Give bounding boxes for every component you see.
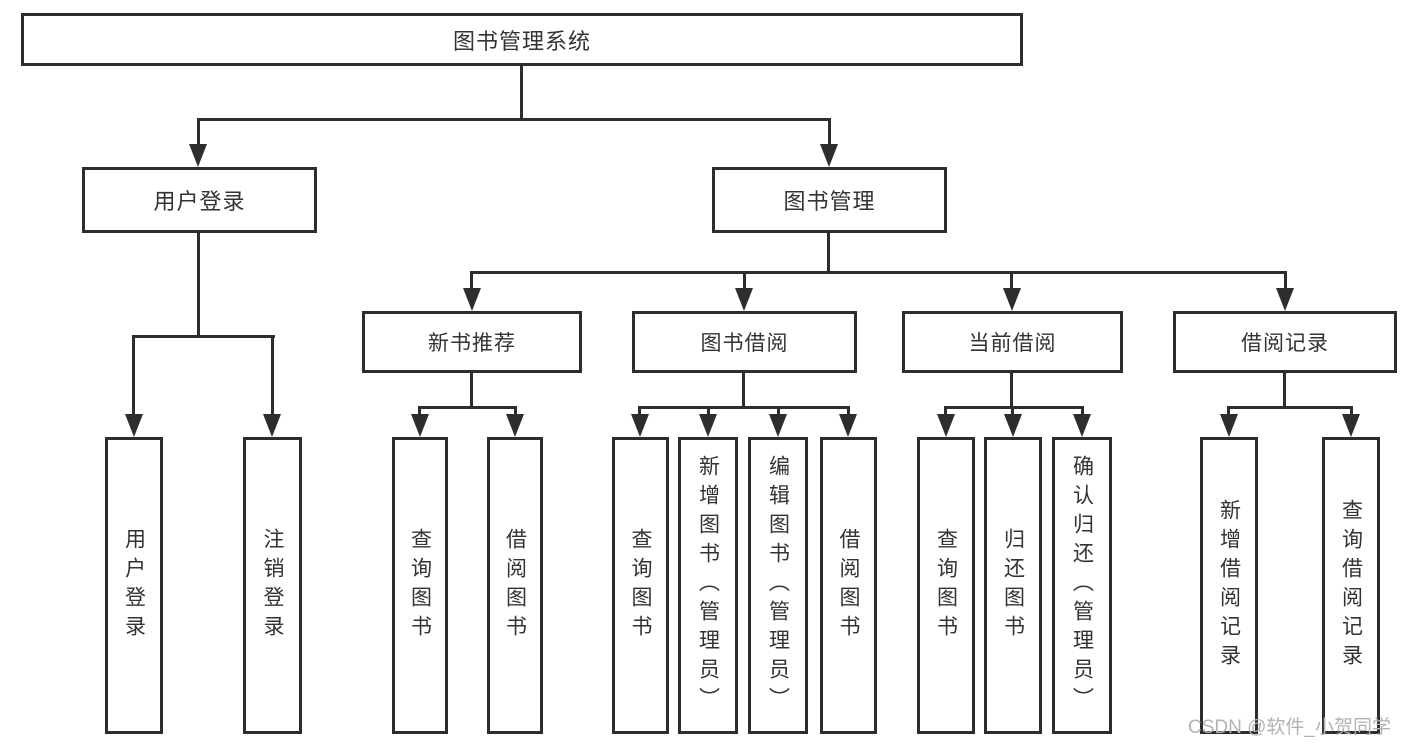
connector-line [520, 66, 523, 120]
leaf-recommend-query-books-label: 查询图书 [408, 527, 432, 644]
arrowhead-icon [1003, 288, 1021, 311]
connector-line [742, 373, 745, 409]
node-book-borrowing-label: 图书借阅 [700, 332, 789, 355]
node-root-label: 图书管理系统 [452, 28, 591, 54]
leaf-edit-books-admin: 编辑图书（管理员） [748, 437, 808, 734]
connector-line [470, 271, 473, 293]
arrowhead-icon [631, 414, 649, 437]
leaf-borrowing-query-books-label: 查询图书 [629, 527, 652, 644]
leaf-recommend-borrow-books: 借阅图书 [487, 437, 543, 734]
connector-line [1350, 406, 1353, 420]
leaf-borrow-books-label: 借阅图书 [837, 527, 860, 644]
leaf-query-borrow-record-label: 查询借阅记录 [1339, 498, 1363, 673]
connector-line [470, 271, 1287, 274]
connector-line [1283, 373, 1286, 409]
leaf-current-query-books: 查询图书 [917, 437, 975, 734]
leaf-recommend-borrow-books-label: 借阅图书 [503, 527, 527, 644]
leaf-confirm-return-admin: 确认归还（管理员） [1052, 437, 1112, 734]
node-current-borrowing: 当前借阅 [902, 311, 1123, 373]
arrowhead-icon [189, 144, 207, 167]
connector-line [1284, 271, 1287, 293]
connector-line [1227, 406, 1230, 420]
leaf-add-borrow-record-label: 新增借阅记录 [1217, 498, 1241, 673]
connector-line [197, 118, 200, 150]
node-user-login-label: 用户登录 [153, 189, 246, 214]
leaf-confirm-return-admin-label: 确认归还（管理员） [1070, 455, 1094, 716]
leaf-return-books-label: 归还图书 [1001, 527, 1025, 644]
leaf-borrow-books: 借阅图书 [820, 437, 877, 734]
node-new-book-recommend: 新书推荐 [362, 311, 582, 373]
leaf-add-borrow-record: 新增借阅记录 [1200, 437, 1258, 734]
arrowhead-icon [411, 414, 429, 437]
connector-line [470, 373, 473, 409]
arrowhead-icon [937, 414, 955, 437]
connector-line [944, 406, 947, 420]
node-book-borrowing: 图书借阅 [632, 311, 857, 373]
arrowhead-icon [125, 414, 143, 437]
connector-line [1010, 373, 1013, 409]
arrowhead-icon [1220, 414, 1238, 437]
arrowhead-icon [263, 414, 281, 437]
arrowhead-icon [1342, 414, 1360, 437]
node-book-management: 图书管理 [712, 167, 947, 233]
connector-line [707, 406, 710, 420]
connector-line [197, 233, 200, 338]
arrowhead-icon [463, 288, 481, 311]
leaf-query-borrow-record: 查询借阅记录 [1322, 437, 1380, 734]
connector-line [828, 118, 831, 150]
leaf-user-login-label: 用户登录 [122, 527, 146, 644]
connector-line [847, 406, 850, 420]
leaf-add-books-admin: 新增图书（管理员） [678, 437, 738, 734]
connector-line [197, 118, 831, 121]
connector-line [271, 335, 274, 417]
connector-line [418, 406, 421, 420]
connector-line [827, 233, 830, 274]
connector-line [1011, 406, 1014, 420]
arrowhead-icon [506, 414, 524, 437]
leaf-logout: 注销登录 [243, 437, 302, 734]
watermark: CSDN @软件_小贺同学 [1188, 717, 1391, 738]
leaf-add-books-admin-label: 新增图书（管理员） [696, 455, 720, 716]
node-borrowing-records-label: 借阅记录 [1241, 332, 1329, 355]
connector-line [132, 335, 275, 338]
connector-line [1010, 271, 1013, 293]
arrowhead-icon [699, 414, 717, 437]
leaf-return-books: 归还图书 [984, 437, 1042, 734]
connector-line [418, 406, 517, 409]
node-root: 图书管理系统 [21, 13, 1023, 66]
arrowhead-icon [1276, 288, 1294, 311]
connector-line [1227, 406, 1353, 409]
connector-line [1081, 406, 1084, 420]
connector-line [132, 335, 135, 417]
node-user-login: 用户登录 [82, 167, 317, 233]
node-book-management-label: 图书管理 [783, 189, 876, 214]
node-current-borrowing-label: 当前借阅 [968, 332, 1057, 355]
connector-line [638, 406, 850, 409]
connector-line [743, 271, 746, 293]
arrowhead-icon [839, 414, 857, 437]
connector-line [944, 406, 1084, 409]
connector-line [638, 406, 641, 420]
arrowhead-icon [820, 144, 838, 167]
node-borrowing-records: 借阅记录 [1173, 311, 1397, 373]
arrowhead-icon [1073, 414, 1091, 437]
node-new-book-recommend-label: 新书推荐 [428, 332, 516, 355]
leaf-edit-books-admin-label: 编辑图书（管理员） [766, 455, 790, 716]
connector-line [514, 406, 517, 420]
leaf-logout-label: 注销登录 [261, 527, 284, 644]
arrowhead-icon [735, 288, 753, 311]
connector-line [777, 406, 780, 420]
leaf-borrowing-query-books: 查询图书 [612, 437, 669, 734]
arrowhead-icon [1004, 414, 1022, 437]
leaf-current-query-books-label: 查询图书 [934, 527, 958, 644]
leaf-recommend-query-books: 查询图书 [392, 437, 448, 734]
arrowhead-icon [769, 414, 787, 437]
leaf-user-login: 用户登录 [105, 437, 163, 734]
